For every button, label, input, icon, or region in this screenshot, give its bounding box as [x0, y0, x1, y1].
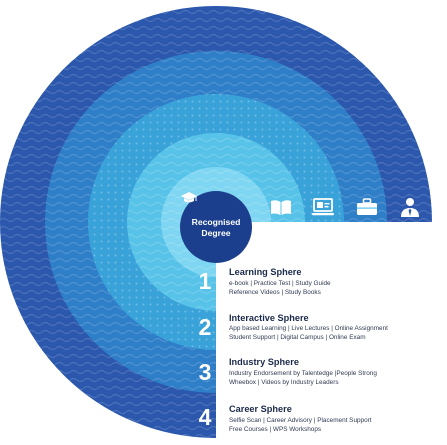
book-icon	[271, 200, 291, 215]
sphere-desc-learning-1: e-book | Practice Test | Study Guide	[229, 280, 331, 287]
user-tie-icon	[401, 198, 419, 217]
computer-icon	[312, 198, 334, 216]
center-title-line2: Degree	[201, 228, 231, 238]
briefcase-icon	[357, 198, 377, 215]
sphere-number-2: 2	[198, 314, 212, 340]
text-panel	[216, 222, 447, 445]
graduation-cap-icon	[181, 192, 197, 203]
sphere-title-learning: Learning Sphere	[229, 267, 302, 277]
sphere-number-1: 1	[198, 268, 212, 294]
sphere-title-interactive: Interactive Sphere	[229, 313, 309, 323]
center-title-line1: Recognised	[191, 217, 241, 227]
sphere-desc-interactive-1: App based Learning | Live Lectures | Onl…	[229, 325, 388, 332]
sphere-title-career: Career Sphere	[229, 404, 292, 414]
sphere-number-4: 4	[198, 404, 212, 430]
sphere-desc-career-2: Free Courses | WPS Workshops	[229, 426, 322, 433]
sphere-desc-industry-1: Industry Endorsement by Talentedge |Peop…	[229, 370, 377, 377]
sphere-desc-career-1: Selfie Scan | Career Advisory | Placemen…	[229, 417, 372, 424]
sphere-number-3: 3	[198, 359, 212, 385]
center-badge: Recognised Degree	[180, 191, 252, 263]
sphere-desc-interactive-2: Student Support | Digital Campus | Onlin…	[229, 334, 366, 341]
sphere-title-industry: Industry Sphere	[229, 357, 299, 367]
sphere-desc-learning-2: Reference Videos | Study Books	[229, 289, 321, 296]
sphere-desc-industry-2: Wheebox | Videos by Industry Leaders	[229, 379, 339, 386]
